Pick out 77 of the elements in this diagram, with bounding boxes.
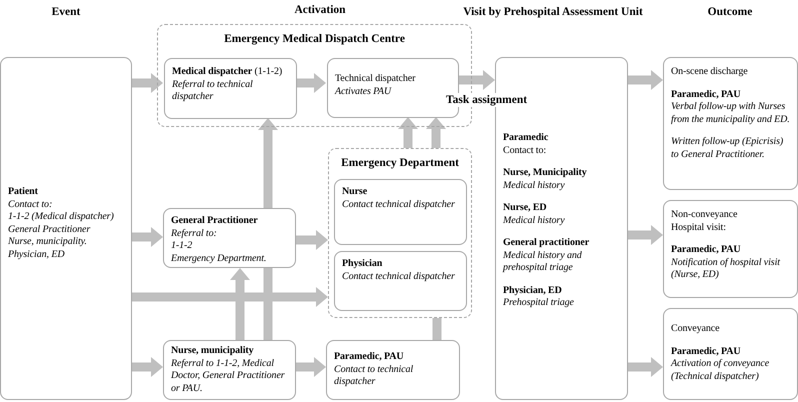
heading-text: Nurse, municipality	[171, 345, 255, 358]
body-text: Activates PAU	[335, 86, 392, 98]
rounded-box	[663, 308, 798, 400]
thick-arrow	[296, 230, 328, 250]
body-text: Non-conveyance	[671, 209, 738, 222]
column-heading: Event	[52, 5, 80, 19]
thick-arrow	[628, 70, 663, 90]
body-text: Contact to:	[503, 144, 548, 157]
body-text: Conveyance	[671, 323, 720, 336]
body-text: Contact technical dispatcher	[342, 198, 456, 211]
heading-text: Nurse, Municipality	[503, 167, 588, 180]
body-text: Contact technical dispatcher	[342, 270, 456, 283]
thick-arrow	[230, 268, 250, 340]
body-text: Contact to:	[8, 198, 54, 211]
heading-text: Nurse	[342, 186, 368, 198]
thick-arrow	[426, 117, 446, 148]
column-heading: Outcome	[708, 5, 752, 19]
rounded-box	[663, 200, 798, 298]
body-text: Verbal follow-up with Nurses from the municipality and ED.	[671, 101, 790, 126]
rounded-box	[663, 57, 798, 190]
body-text: 1-1-2	[171, 240, 194, 252]
rounded-box	[163, 208, 296, 268]
thick-arrow	[132, 73, 163, 93]
heading-text: Paramedic, PAU	[671, 346, 742, 358]
thick-arrow	[458, 70, 495, 90]
body-text: Contact to technical dispatcher	[334, 364, 414, 388]
dashed-group-box	[157, 24, 472, 127]
body-text: Nurse, municipality.	[8, 236, 88, 248]
body-text: Technical dispatcher	[335, 73, 416, 86]
thick-arrow	[628, 225, 663, 245]
heading-text: Paramedic, PAU	[334, 351, 405, 364]
body-text: Emergency Department.	[171, 252, 268, 265]
thick-arrow	[258, 118, 278, 208]
body-text: On-scene discharge	[671, 66, 749, 78]
rounded-box	[326, 340, 460, 400]
thick-arrow	[296, 73, 326, 93]
heading-text: Nurse, ED	[503, 202, 548, 214]
heading-text: Paramedic, PAU	[671, 244, 742, 256]
body-text: Medical history and prehospital triage	[503, 250, 583, 274]
column-heading: Visit by Prehospital Assessment Unit	[463, 5, 643, 19]
rounded-box	[0, 57, 132, 400]
rounded-box	[163, 340, 296, 400]
heading-text: Physician	[342, 258, 384, 270]
body-text: Referral to technical dispatcher	[172, 78, 254, 104]
heading-text: Physician, ED	[503, 284, 563, 297]
thick-arrow	[296, 357, 326, 377]
body-text: Notification of hospital visit (Nurse, ED)	[671, 256, 782, 282]
dashed-group-box	[328, 148, 472, 318]
heading-text: General Practitioner	[171, 215, 259, 228]
body-text: Activation of conveyance (Technical dispatcher)	[671, 358, 770, 383]
body-text: 1-1-2 (Medical dispatcher)	[8, 211, 115, 224]
heading-text: General practitioner	[503, 237, 590, 250]
body-text: Physician, ED	[8, 248, 66, 261]
heading-text: Patient	[8, 186, 39, 198]
body-text: Prehospital triage	[503, 297, 575, 310]
body-text: Medical history	[503, 214, 566, 227]
body-text: Referral to:	[171, 228, 218, 240]
body-text: General Practitioner	[8, 224, 92, 236]
group-heading: Emergency Medical Dispatch Centre	[223, 32, 406, 47]
column-heading: Activation	[294, 3, 346, 17]
body-text: Medical dispatcher (1-1-2)	[172, 66, 284, 78]
edge-label: Task assignment	[446, 93, 528, 107]
heading-text: Paramedic, PAU	[671, 88, 742, 101]
thick-arrow	[398, 117, 418, 148]
body-text: Written follow-up (Epicrisis) to General Practitioner.	[671, 136, 784, 161]
rounded-box	[334, 251, 467, 311]
body-text: Medical history	[503, 180, 566, 192]
thick-arrow	[132, 287, 328, 307]
thick-arrow	[132, 227, 163, 247]
rounded-box	[164, 58, 297, 119]
heading-text: Paramedic	[503, 132, 550, 144]
body-text: Hospital visit:	[671, 222, 727, 234]
thick-arrow	[628, 357, 663, 377]
body-text: Referral to 1-1-2, Medical Doctor, General Practitioner or PAU.	[171, 358, 286, 395]
thick-arrow	[132, 357, 163, 377]
group-heading: Emergency Department	[340, 156, 460, 171]
rounded-box	[334, 179, 467, 245]
